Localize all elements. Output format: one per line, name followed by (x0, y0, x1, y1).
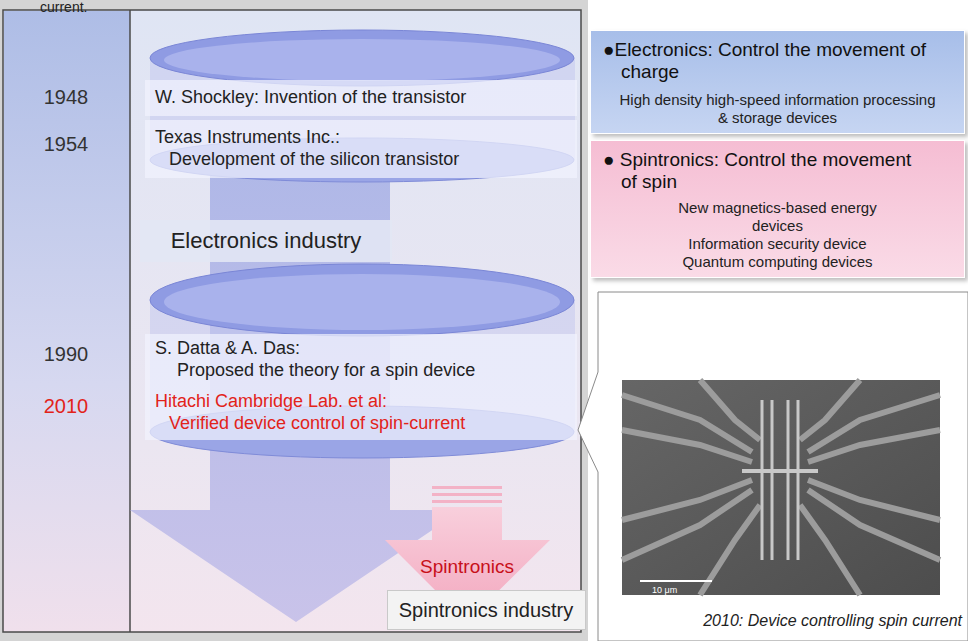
year-label: 1948 (21, 85, 111, 109)
event-text: Proposed the theory for a spin device (155, 360, 567, 382)
info-body: Quantum computing devices (658, 253, 898, 271)
arrow-stripe (432, 493, 502, 496)
cylinder-top (150, 30, 574, 86)
event-text: W. Shockley: Invention of the transistor (155, 87, 567, 109)
sem-photo (622, 380, 940, 595)
info-box: ● Spintronics: Control the movement of s… (590, 140, 965, 278)
year-label: 1954 (21, 132, 111, 156)
event-heading: Texas Instruments Inc.: (155, 127, 567, 149)
industry-label-box: Electronics industry (140, 220, 392, 262)
event-row: W. Shockley: Invention of the transistor (145, 80, 577, 116)
lead (808, 430, 940, 462)
year-label: 2010 (21, 394, 111, 418)
page-ground (0, 0, 588, 641)
event-row: Texas Instruments Inc.:Development of th… (145, 120, 577, 178)
lead (622, 430, 752, 462)
event-text: Development of the silicon transistor (155, 149, 567, 171)
event-heading: S. Datta & A. Das: (155, 338, 567, 360)
industry-label-box: Spintronics industry (387, 590, 586, 630)
lead (800, 380, 860, 440)
info-heading: ● Spintronics: Control the movement of s… (603, 149, 931, 193)
scale-bar (640, 580, 712, 582)
scale-label: 10 μm (652, 585, 677, 595)
year-divider (129, 10, 131, 632)
figure-caption: 2010: Device controlling spin current (600, 612, 962, 630)
cut-off-heading: current. (40, 0, 87, 14)
cylinder-top (150, 264, 574, 336)
photo-leads (622, 380, 940, 595)
bar (787, 400, 790, 560)
industry-text: Electronics industry (171, 228, 362, 254)
bar (761, 400, 764, 560)
event-row: S. Datta & A. Das:Proposed the theory fo… (145, 334, 577, 386)
event-heading: Hitachi Cambridge Lab. et al: (155, 391, 567, 413)
cylinder-top-inner (164, 274, 560, 330)
photo-bars (742, 400, 818, 560)
info-body: Information security device (658, 235, 898, 253)
arrow-stripe (432, 486, 502, 489)
bar (797, 400, 800, 560)
bar (742, 469, 818, 473)
arrow-label: Spintronics (414, 552, 520, 582)
timeline-panel (3, 10, 581, 632)
year-strip (4, 11, 130, 631)
lead (800, 505, 860, 595)
bar (771, 400, 774, 560)
lead (700, 380, 760, 440)
event-text: Verified device control of spin-current (155, 413, 567, 435)
photo-ground (622, 380, 940, 595)
cylinder-top-inner (164, 39, 560, 81)
info-box: ●Electronics: Control the movement of ch… (590, 30, 965, 134)
info-body: New magnetics-based energy devices (658, 199, 898, 235)
arrow-stripe (432, 500, 502, 503)
photo-callout (578, 292, 968, 641)
info-body: High density high-speed information proc… (613, 91, 943, 127)
arrow-text: Spintronics (420, 556, 514, 578)
info-heading: ●Electronics: Control the movement of ch… (603, 39, 931, 83)
industry-text: Spintronics industry (399, 599, 574, 622)
year-label: 1990 (21, 342, 111, 366)
event-row: Hitachi Cambridge Lab. et al:Verified de… (145, 386, 577, 440)
